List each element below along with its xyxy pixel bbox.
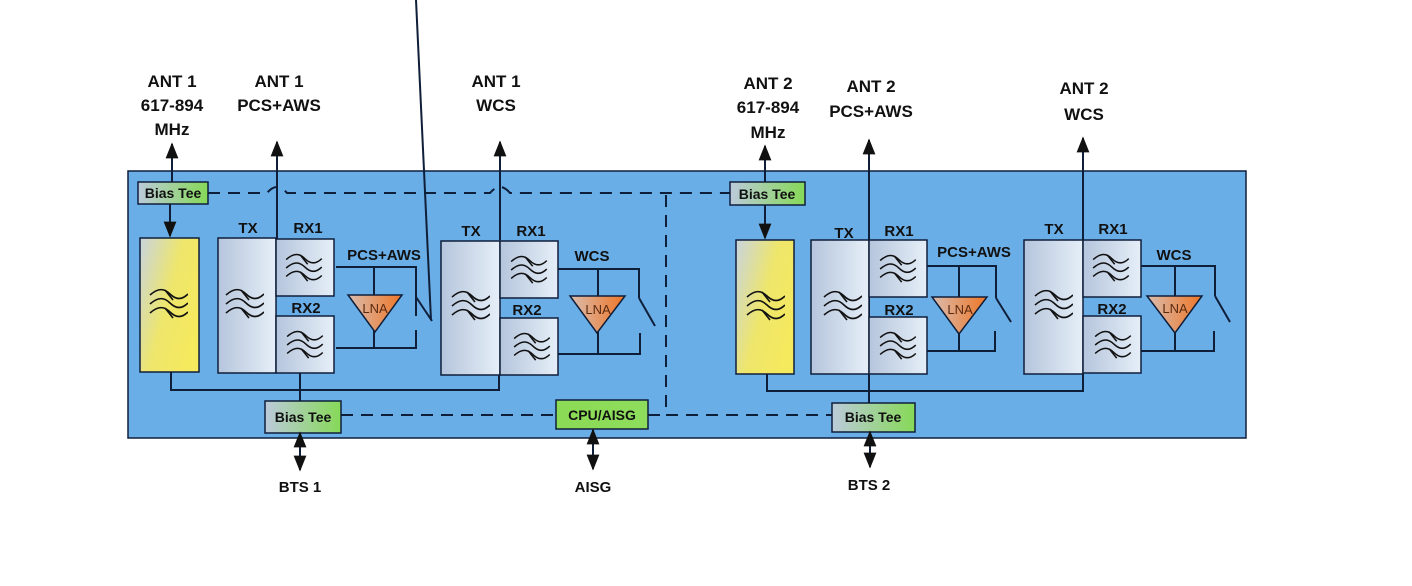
lowband-filter-ant2 [735, 239, 795, 375]
lna-bypass-wiring [558, 268, 641, 355]
tx-filter-ant2-pcs [810, 239, 870, 375]
tx-filter-ant1-pcs [217, 237, 277, 374]
rx1-label: RX1 [884, 223, 913, 240]
svg-text:Bias Tee: Bias Tee [739, 186, 796, 202]
svg-text:CPU/AISG: CPU/AISG [568, 407, 636, 423]
svg-text:ANT 1: ANT 1 [147, 72, 196, 91]
svg-text:MHz: MHz [751, 123, 786, 142]
svg-text:WCS: WCS [1064, 105, 1104, 124]
rx2-filter-ant2-wcs [1082, 315, 1142, 374]
ant1-lowband-label: ANT 1 617-894 MHz [141, 72, 204, 139]
ant1-wcs-label: ANT 1 WCS [471, 72, 520, 115]
lna-ant1-pcs: LNA [346, 294, 404, 334]
rx1-filter-ant1-wcs [499, 240, 559, 299]
bias-tee-ant2-lowband: Bias Tee [729, 181, 806, 206]
svg-text:MHz: MHz [155, 120, 190, 139]
ant2-lowband-label: ANT 2 617-894 MHz [737, 74, 800, 142]
lna-ant2-wcs: LNA [1145, 295, 1204, 335]
rx2-label: RX2 [1097, 301, 1126, 318]
cpu-aisg-block: CPU/AISG [555, 399, 649, 430]
tx-filter-ant2-wcs [1023, 239, 1084, 375]
svg-text:617-894: 617-894 [737, 98, 800, 117]
lna-bypass-wiring [1141, 265, 1216, 352]
ant2-wcs-label: ANT 2 WCS [1059, 79, 1108, 124]
svg-text:ANT 2: ANT 2 [743, 74, 792, 93]
rx2-filter-ant1-wcs [499, 317, 559, 376]
tx-label: TX [461, 223, 480, 240]
svg-text:LNA: LNA [1162, 301, 1188, 316]
lna-ant2-pcs: LNA [930, 296, 989, 336]
svg-text:PCS+AWS: PCS+AWS [237, 96, 321, 115]
svg-text:LNA: LNA [947, 302, 973, 317]
tx-label: TX [834, 225, 853, 242]
bypass-switch-arm [415, 296, 433, 322]
rx1-label: RX1 [516, 223, 545, 240]
lna-ant1-wcs: LNA [568, 295, 627, 335]
svg-text:ANT 2: ANT 2 [846, 77, 895, 96]
svg-text:Bias Tee: Bias Tee [145, 185, 202, 201]
rx1-filter-ant2-wcs [1082, 239, 1142, 298]
bias-tee-bts1: Bias Tee [264, 400, 342, 434]
svg-text:Bias Tee: Bias Tee [275, 409, 332, 425]
rx1-label: RX1 [1098, 221, 1127, 238]
ant1-pcs-aws-label: ANT 1 PCS+AWS [237, 72, 321, 115]
bypass-switch [638, 297, 656, 327]
rx1-filter-ant2-pcs [868, 239, 928, 298]
control-bus-top [208, 186, 730, 194]
lna-bypass-wiring [927, 265, 997, 352]
band-label-wcs: WCS [575, 248, 610, 265]
tx-filter-ant1-wcs [440, 240, 501, 376]
rx1-filter-ant1-pcs [275, 238, 335, 297]
bts2-port-label: BTS 2 [848, 477, 891, 494]
rx2-filter-ant1-pcs [275, 315, 335, 374]
tx-label: TX [238, 220, 257, 237]
svg-text:LNA: LNA [585, 302, 611, 317]
svg-text:PCS+AWS: PCS+AWS [829, 102, 913, 121]
svg-text:ANT 2: ANT 2 [1059, 79, 1108, 98]
rx2-label: RX2 [884, 302, 913, 319]
bias-tee-ant1-lowband: Bias Tee [137, 181, 209, 205]
svg-text:WCS: WCS [476, 96, 516, 115]
tx-label: TX [1044, 221, 1063, 238]
band-label-pcs-aws: PCS+AWS [937, 244, 1011, 261]
svg-text:617-894: 617-894 [141, 96, 204, 115]
lna-bypass-wiring [336, 266, 417, 349]
combiner-line-ant1 [170, 372, 500, 391]
bypass-switch [415, 0, 432, 321]
svg-text:ANT 1: ANT 1 [254, 72, 303, 91]
rx2-filter-ant2-pcs [868, 316, 928, 375]
lowband-filter-ant1 [139, 237, 200, 373]
band-label-wcs: WCS [1157, 247, 1192, 264]
svg-text:ANT 1: ANT 1 [471, 72, 520, 91]
bypass-switch [995, 297, 1012, 323]
rx1-label: RX1 [293, 220, 322, 237]
control-bus-vertical [665, 195, 832, 416]
rx2-label: RX2 [291, 300, 320, 317]
bts1-port-label: BTS 1 [279, 479, 322, 496]
aisg-port-label: AISG [575, 479, 612, 496]
svg-text:Bias Tee: Bias Tee [845, 409, 902, 425]
svg-text:LNA: LNA [362, 301, 388, 316]
rx2-label: RX2 [512, 302, 541, 319]
bias-tee-bts2: Bias Tee [831, 402, 916, 433]
band-label-pcs-aws: PCS+AWS [347, 247, 421, 264]
bypass-switch [1214, 295, 1231, 323]
combiner-line-ant2 [766, 374, 1084, 392]
ant2-pcs-aws-label: ANT 2 PCS+AWS [829, 77, 913, 121]
